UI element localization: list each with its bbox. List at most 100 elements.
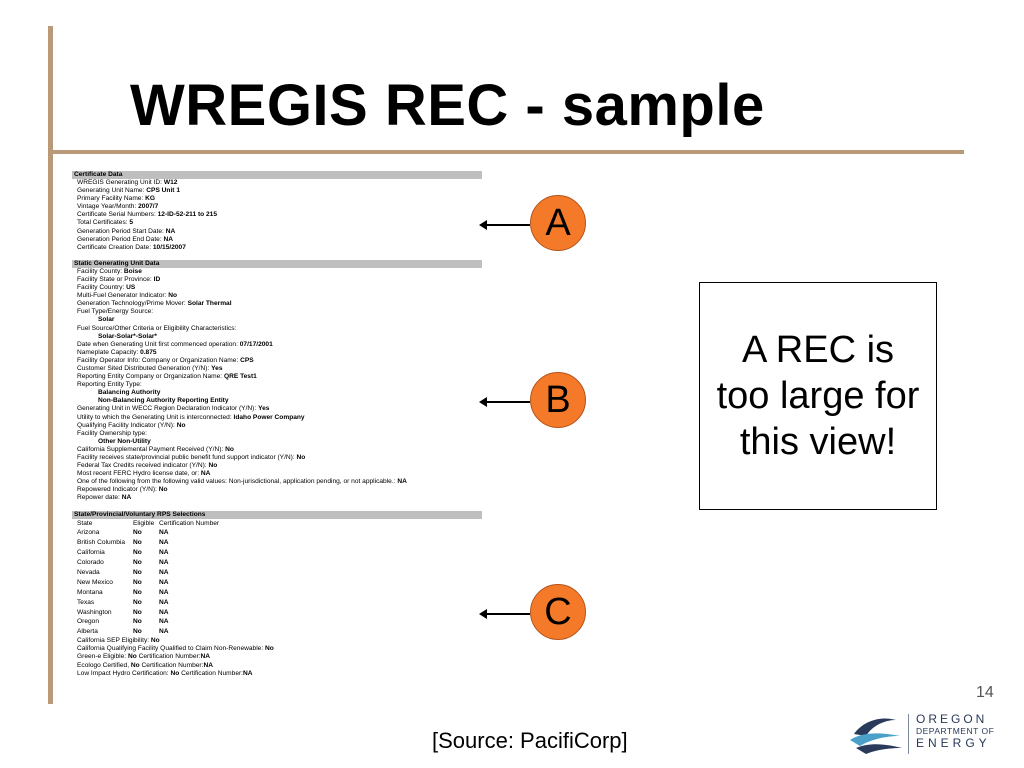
marker-c: C [530,584,586,640]
rps-eligible: No [133,529,142,537]
field-row: Facility receives state/provincial publi… [72,454,482,462]
field-label: Green-e Eligible: [77,653,128,661]
field-row: Vintage Year/Month: 2007/7 [72,203,482,211]
field-label: Facility State or Province: [77,275,152,283]
field-value: No [296,454,306,461]
field-label: WREGIS Generating Unit ID: [77,179,163,186]
rps-eligible: No [133,539,142,547]
rps-state: Texas [77,598,95,606]
rps-cert-number: NA [159,608,169,616]
field-row: Certificate Creation Date: 10/15/2007 [72,244,482,252]
field-label: Facility County: [77,267,123,275]
field-label: Certification Number: [136,653,201,661]
note-text: A REC is too large for this view! [716,329,920,463]
rps-cert-number: NA [159,539,169,547]
field-label: California Qualifying Facility Qualified… [77,645,266,653]
field-label: Facility Operator Info: Company or Organ… [77,356,239,364]
field-label: Generation Technology/Prime Mover: [77,300,186,308]
field-row: Facility County: Boise [72,268,482,276]
logo-line-department: DEPARTMENT OF [916,726,995,736]
field-label: Generation Period Start Date: [77,227,164,235]
field-row: Generation Technology/Prime Mover: Solar… [72,300,482,308]
field-value: 07/17/2001 [239,340,273,348]
rps-row: Colorado No NA [72,558,482,568]
field-value: ID [153,275,161,283]
field-label: Certification Number: [179,669,244,677]
field-value: No [127,653,137,661]
rps-eligible: No [133,559,142,567]
field-value: No [158,486,168,494]
page-number: 14 [976,684,994,701]
field-label: California Supplemental Payment Received… [77,445,224,453]
field-subvalue: Solar [98,316,115,324]
field-label: Reporting Entity Company or Organization… [77,373,223,381]
field-label: Certificate Serial Numbers: [77,211,156,219]
field-value: NA [200,470,211,478]
field-label: Ecologo Certified, [77,661,131,669]
field-value: No [170,669,180,677]
field-subvalue: Other Non-Utility [98,437,151,445]
rps-state: New Mexico [77,578,113,586]
field-value: KG [145,195,156,203]
marker-b: B [530,372,586,428]
logo-line-oregon: OREGON [916,712,988,726]
source-caption: [Source: PacifiCorp] [432,728,628,753]
rps-state: Colorado [77,559,104,567]
field-row: Reporting Entity Company or Organization… [72,373,482,381]
field-row: Qualifying Facility Indicator (Y/N): No [72,422,482,430]
field-label: Certificate Creation Date: [77,243,152,251]
field-label: Repower date: [77,494,120,502]
field-label: Primary Facility Name: [77,195,144,203]
rps-footer-row: Ecologo Certified, No Certification Numb… [72,662,482,670]
field-label: Federal Tax Credits received indicator (… [77,462,207,470]
rps-cert-number: NA [159,598,169,606]
field-label: Multi-Fuel Generator Indicator: [77,292,167,300]
field-label: Reporting Entity Type: [77,381,142,389]
rps-footer-row: Green-e Eligible: No Certification Numbe… [72,653,482,661]
field-value: No [208,462,218,470]
rps-cert-number: NA [159,578,169,586]
field-row: Date when Generating Unit first commence… [72,341,482,349]
field-value: NA [243,669,253,677]
rps-footer-row: California Qualifying Facility Qualified… [72,645,482,653]
field-value: Idaho Power Company [233,413,305,421]
field-value: US [126,284,136,292]
field-value: No [265,645,274,653]
rps-cert-number: NA [159,588,169,596]
field-value: 0.875 [140,348,157,356]
field-row: Total Certificates: 5 [72,219,482,227]
rps-cert-number: NA [159,628,169,636]
field-label: Fuel Source/Other Criteria or Eligibilit… [77,324,237,332]
field-row: California Supplemental Payment Received… [72,446,482,454]
field-subvalue: Balancing Authority [98,389,161,397]
field-row: Facility State or Province: ID [72,276,482,284]
field-value: Boise [123,267,142,275]
rps-eligible: No [133,569,142,577]
rps-cert-number: NA [159,559,169,567]
field-row: Repower date: NA [72,494,482,502]
field-subvalue: Non-Balancing Authority Reporting Entity [98,397,229,405]
field-value: CPS Unit 1 [146,187,180,195]
rps-cert-number: NA [159,618,169,626]
field-value: NA [200,653,211,661]
field-row: Facility Country: US [72,284,482,292]
rps-cert-number: NA [159,549,169,557]
rps-state: Nevada [77,569,100,577]
rps-state: Arizona [77,529,100,537]
field-row: Generating Unit Name: CPS Unit 1 [72,187,482,195]
field-row: Certificate Serial Numbers: 12-ID-52-211… [72,211,482,219]
field-row: Multi-Fuel Generator Indicator: No [72,292,482,300]
field-value: 12-ID-52-211 to 215 [157,211,218,219]
rps-state: Washington [77,608,112,616]
rps-eligible: No [133,618,142,626]
rps-state: Oregon [77,618,99,626]
rps-row: Oregon No NA [72,617,482,627]
